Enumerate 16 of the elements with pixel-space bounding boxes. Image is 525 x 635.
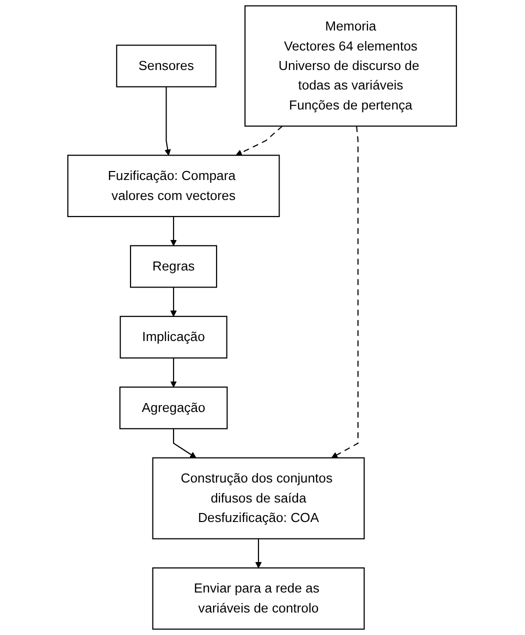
node-box: Regras xyxy=(130,245,218,288)
node-box: Sensores xyxy=(116,44,217,88)
node-box: Implicação xyxy=(120,316,228,358)
arrow xyxy=(170,287,178,317)
arrow xyxy=(236,126,284,156)
node-box: Agregação xyxy=(120,386,228,430)
arrow xyxy=(332,126,359,458)
arrow xyxy=(164,86,172,156)
node-box: Memoria Vectores 64 elementos Universo de discurso de todas as variáveis Funções de pertença xyxy=(244,5,458,127)
node-box: Construção dos conjuntos difusos de saída Desfuzificação: COA xyxy=(152,457,366,540)
arrow xyxy=(170,358,178,388)
arrow xyxy=(170,216,178,246)
node-box: Enviar para a rede as variáveis de controlo xyxy=(152,567,366,630)
arrow xyxy=(256,538,262,568)
arrow xyxy=(173,428,197,458)
node-box: Fuzificação: Compara valores com vectores xyxy=(68,154,280,218)
